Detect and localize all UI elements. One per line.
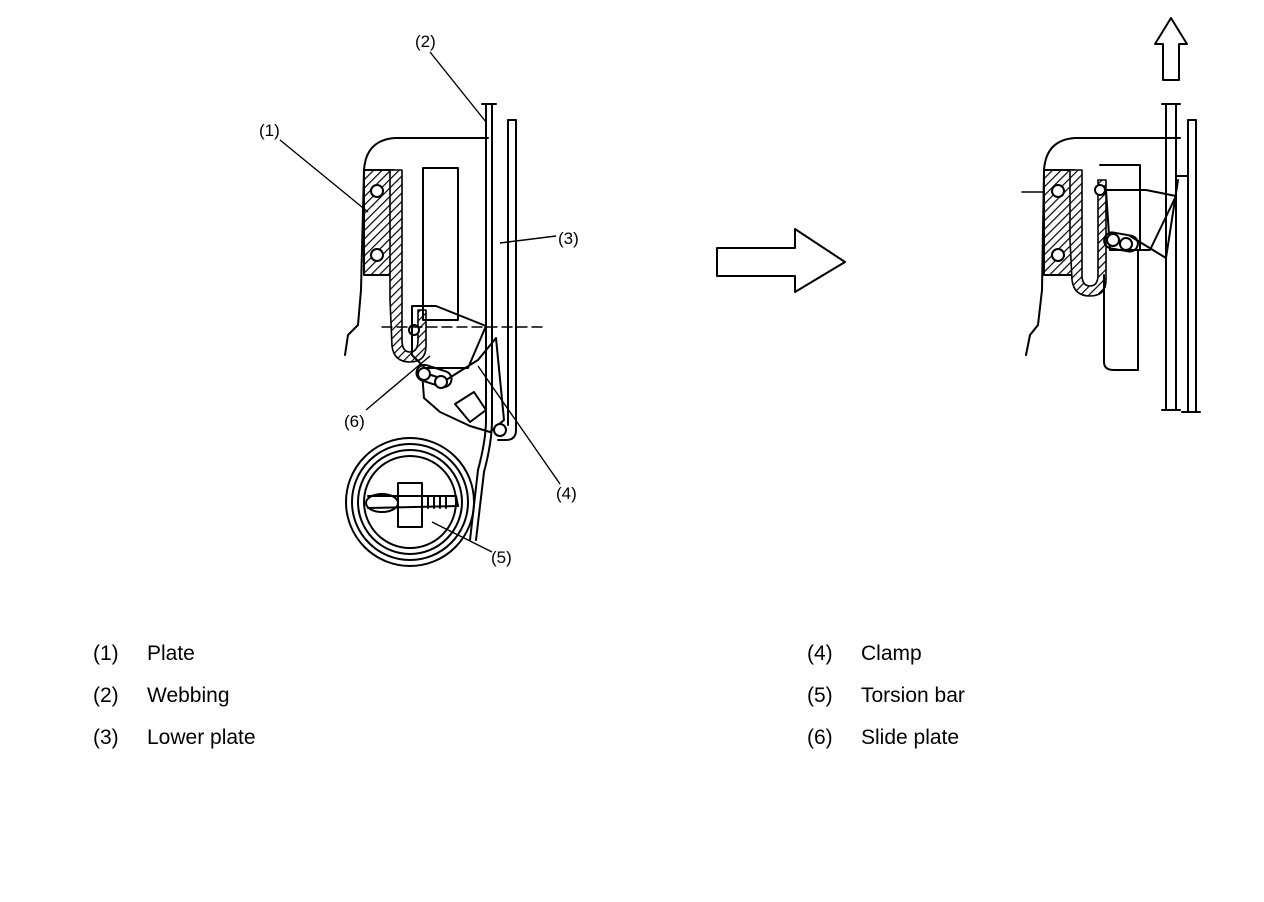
callout-1: (1) bbox=[259, 121, 280, 140]
slider-guide bbox=[422, 167, 459, 321]
slide-plate bbox=[411, 305, 487, 369]
legend-label: Torsion bar bbox=[861, 684, 965, 707]
legend-label: Webbing bbox=[147, 684, 230, 707]
legend-item: (3) Lower plate bbox=[93, 717, 256, 759]
plate-pin-actuated bbox=[1094, 184, 1106, 196]
legend-number: (2) bbox=[93, 684, 119, 707]
callout-6: (6) bbox=[344, 412, 365, 431]
spool-ring-3 bbox=[357, 449, 463, 555]
legend-item: (2) Webbing bbox=[93, 675, 256, 717]
housing-outline bbox=[344, 137, 489, 356]
callout-3: (3) bbox=[558, 229, 579, 248]
clamp-roller-right-actuated bbox=[1119, 237, 1133, 251]
legend-number: (5) bbox=[807, 684, 833, 707]
torsion-bar-splines bbox=[427, 495, 447, 509]
webbing-strip-back bbox=[475, 103, 493, 541]
legend-item: (5) Torsion bar bbox=[807, 675, 965, 717]
transition-arrow bbox=[716, 228, 846, 293]
legend-number: (4) bbox=[807, 642, 833, 665]
clamp-roller-link-actuated bbox=[1103, 231, 1139, 253]
spool-hub-square bbox=[397, 482, 423, 528]
legend-number: (6) bbox=[807, 726, 833, 749]
lower-plate-actuated bbox=[1187, 119, 1197, 413]
spool-ring-4 bbox=[363, 455, 457, 549]
webbing-strip bbox=[469, 103, 487, 541]
plate-u-channel bbox=[389, 169, 427, 363]
plate-rivet-lower-actuated bbox=[1051, 248, 1065, 262]
legend-label: Clamp bbox=[861, 642, 922, 665]
legend-number: (3) bbox=[93, 726, 119, 749]
assembly-actuated-state bbox=[1021, 17, 1201, 413]
legend-label: Lower plate bbox=[147, 726, 256, 749]
leader-3 bbox=[499, 235, 557, 244]
leader-2 bbox=[429, 51, 487, 123]
clamp-roller-right bbox=[434, 375, 448, 389]
assembly-normal-state bbox=[344, 103, 546, 567]
legend-item: (1) Plate bbox=[93, 633, 256, 675]
clamp-roller-link bbox=[415, 363, 453, 389]
plate-rivet-lower bbox=[370, 248, 384, 262]
legend-label: Plate bbox=[147, 642, 195, 665]
legend-left: (1) Plate (2) Webbing (3) Lower plate bbox=[93, 633, 256, 759]
clamp-window bbox=[454, 391, 487, 423]
slider-guide-actuated bbox=[1099, 164, 1141, 251]
callout-2: (2) bbox=[415, 32, 436, 51]
legend-item: (6) Slide plate bbox=[807, 717, 965, 759]
pull-up-arrow bbox=[1154, 17, 1188, 81]
spool-outer bbox=[345, 437, 475, 567]
callout-leaders bbox=[279, 51, 561, 553]
callout-4: (4) bbox=[556, 484, 577, 503]
plate-rivet-upper-actuated bbox=[1051, 184, 1065, 198]
spool-ring-2 bbox=[351, 443, 469, 561]
legend-label: Slide plate bbox=[861, 726, 960, 749]
lower-plate bbox=[497, 119, 517, 441]
plate-rivet-upper bbox=[370, 184, 384, 198]
lower-plate-roller bbox=[493, 423, 507, 437]
clamp-roller-left-actuated bbox=[1106, 233, 1120, 247]
plate-u-channel-actuated bbox=[1069, 169, 1107, 297]
callout-5: (5) bbox=[491, 548, 512, 567]
slider-lower-actuated bbox=[1103, 249, 1139, 371]
torsion-bar-head bbox=[365, 493, 399, 513]
leader-6 bbox=[365, 355, 431, 411]
legend-right: (4) Clamp (5) Torsion bar (6) Slide plate bbox=[807, 633, 965, 759]
clamp-roller-left bbox=[417, 367, 431, 381]
leader-5 bbox=[431, 521, 493, 553]
legend-item: (4) Clamp bbox=[807, 633, 965, 675]
torsion-bar bbox=[367, 495, 459, 509]
housing-outline-actuated bbox=[1025, 137, 1181, 356]
legend-number: (1) bbox=[93, 642, 119, 665]
leader-4 bbox=[477, 365, 561, 485]
leader-1 bbox=[279, 139, 369, 213]
